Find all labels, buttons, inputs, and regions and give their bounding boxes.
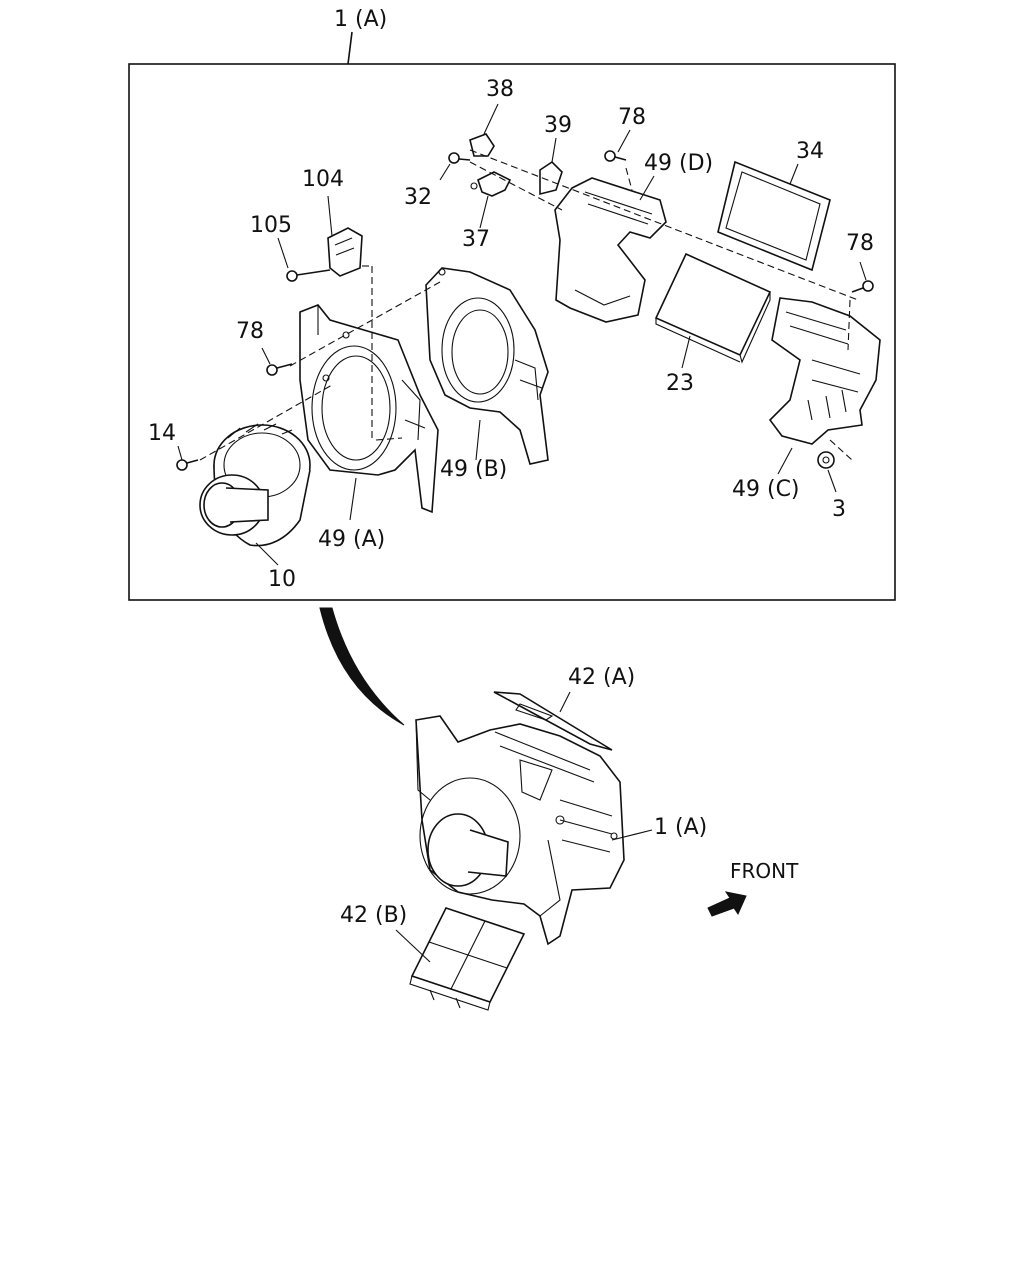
- curved-connector-arrow: [319, 607, 405, 726]
- label-part-78-left: 78: [236, 319, 264, 344]
- label-part-49d: 49 (D): [644, 151, 713, 176]
- label-part-39: 39: [544, 113, 572, 138]
- lever-part-39: [539, 137, 563, 196]
- label-assembly-1a-lower: 1 (A): [654, 815, 707, 840]
- label-part-78-right: 78: [846, 231, 874, 256]
- label-part-3: 3: [832, 497, 846, 522]
- label-part-14: 14: [148, 421, 176, 446]
- label-part-104: 104: [302, 167, 344, 192]
- label-part-49b: 49 (B): [440, 457, 507, 482]
- housing-part-49a: [299, 304, 439, 521]
- blower-motor-part-10: [199, 423, 311, 566]
- label-part-32: 32: [404, 185, 432, 210]
- screw-part-78-right: [851, 261, 874, 293]
- label-part-49a: 49 (A): [318, 527, 385, 552]
- label-part-42b: 42 (B): [340, 903, 407, 928]
- seal-frame-part-34: [717, 160, 831, 272]
- assembly-leader-line: [347, 31, 353, 65]
- link-part-37: [470, 171, 512, 229]
- exploded-view-frame: [128, 63, 896, 601]
- filter-part-42a: [493, 691, 613, 751]
- front-direction-arrow: [707, 891, 747, 917]
- label-part-38: 38: [486, 77, 514, 102]
- label-part-37: 37: [462, 227, 490, 252]
- assembled-blower-unit: [415, 715, 653, 946]
- housing-part-49b: [425, 267, 549, 465]
- nut-part-3: [817, 451, 837, 493]
- label-front: FRONT: [730, 859, 799, 883]
- label-part-10: 10: [268, 567, 296, 592]
- label-part-49c: 49 (C): [732, 477, 800, 502]
- label-part-42a: 42 (A): [568, 665, 635, 690]
- assembly-guide-lines: [199, 149, 859, 461]
- filter-part-42b: [395, 907, 526, 1011]
- screw-part-32: [439, 152, 471, 181]
- filter-part-23: [654, 252, 772, 369]
- label-part-23: 23: [666, 371, 694, 396]
- clip-part-38: [469, 103, 499, 157]
- duct-part-49d: [554, 175, 667, 323]
- actuator-part-104: [327, 195, 363, 277]
- screw-part-105: [277, 237, 331, 282]
- screw-part-78-left: [261, 347, 293, 376]
- case-part-49c: [768, 297, 881, 475]
- label-part-105: 105: [250, 213, 292, 238]
- label-part-78-top: 78: [618, 105, 646, 130]
- screw-part-78-top: [604, 129, 631, 162]
- label-assembly-1a-top: 1 (A): [334, 7, 387, 32]
- label-part-34: 34: [796, 139, 824, 164]
- screw-part-14: [176, 445, 199, 471]
